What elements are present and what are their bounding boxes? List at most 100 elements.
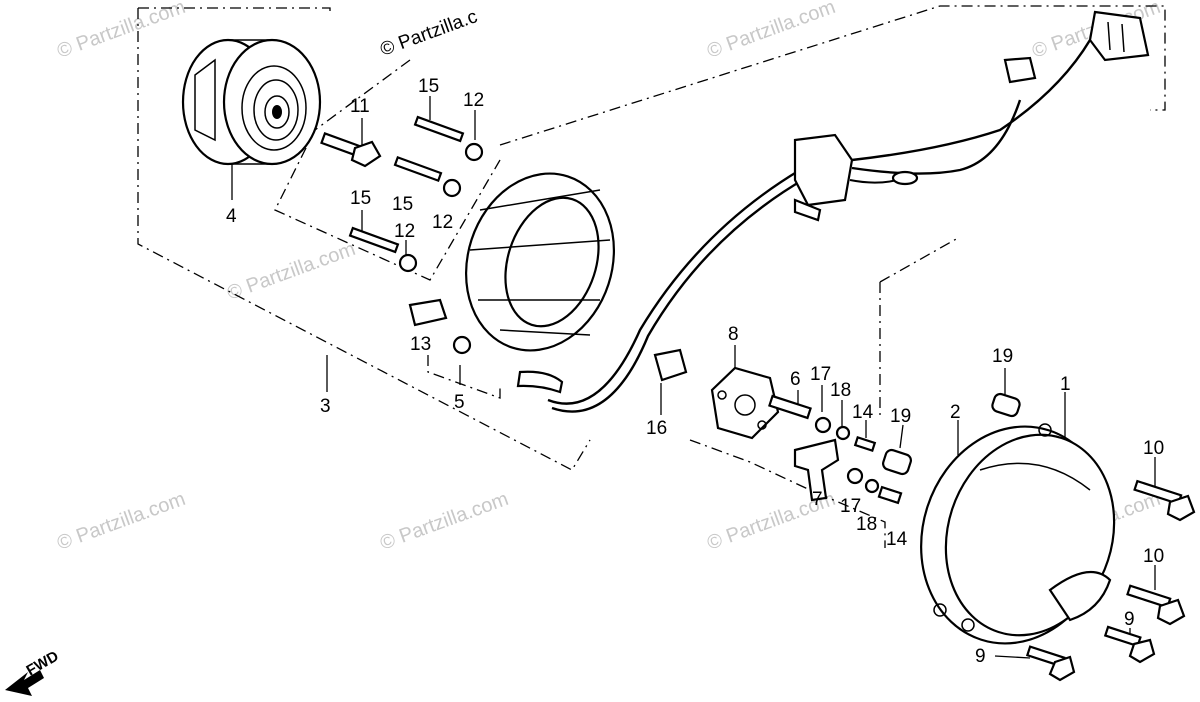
bolt-10a-head bbox=[1166, 494, 1196, 522]
callout: 18 bbox=[856, 514, 877, 535]
cover-lug bbox=[933, 603, 947, 617]
bolt-10b-head bbox=[1156, 598, 1186, 626]
harness-clip bbox=[1003, 56, 1037, 84]
callout: 5 bbox=[454, 392, 465, 413]
callout: 13 bbox=[410, 334, 431, 355]
stator-inner bbox=[504, 196, 600, 328]
callout: 6 bbox=[790, 369, 801, 390]
callout: 9 bbox=[1124, 609, 1135, 630]
bolt-15a bbox=[413, 115, 465, 143]
harness-wire-b bbox=[551, 176, 807, 413]
clamp-group-outline bbox=[427, 355, 501, 399]
harness-wire-d bbox=[851, 99, 1022, 175]
nut-14b bbox=[877, 485, 903, 505]
callout: 2 bbox=[950, 402, 961, 423]
stator bbox=[464, 172, 616, 394]
clamp bbox=[408, 298, 472, 355]
callout: 4 bbox=[226, 206, 237, 227]
callout: 19 bbox=[992, 346, 1013, 367]
fwd-label: FWD bbox=[24, 648, 62, 680]
harness-lug bbox=[793, 198, 822, 222]
rotor-hub bbox=[272, 105, 282, 119]
regulator-body bbox=[710, 366, 780, 440]
collar-19b bbox=[882, 448, 912, 476]
washer-12c bbox=[398, 253, 418, 273]
callout: 12 bbox=[394, 221, 415, 242]
leader-lines bbox=[231, 96, 1156, 659]
regulator-boss bbox=[734, 394, 756, 416]
nut-14a bbox=[853, 436, 877, 452]
callout: 11 bbox=[350, 96, 370, 117]
screw-6 bbox=[768, 394, 812, 420]
stator-connector bbox=[516, 370, 564, 394]
cover-boss bbox=[1048, 570, 1112, 622]
small-hardware bbox=[768, 392, 1021, 505]
callout: 10 bbox=[1143, 546, 1164, 567]
washer-18a bbox=[835, 425, 851, 441]
callout: 8 bbox=[728, 324, 739, 345]
regulator bbox=[710, 366, 780, 440]
callout: 9 bbox=[975, 646, 986, 667]
regulator-hole bbox=[757, 420, 767, 430]
rotor-ring bbox=[264, 95, 290, 129]
watermark: © Partzilla.com bbox=[54, 488, 188, 555]
callout: 15 bbox=[392, 194, 413, 215]
bolt-11-head bbox=[350, 140, 382, 168]
rotor-ring bbox=[241, 65, 307, 151]
rotor-group-outline bbox=[137, 7, 591, 471]
bolt-15b bbox=[393, 155, 443, 183]
harness-coupler bbox=[1088, 10, 1150, 62]
harness-grommet bbox=[793, 133, 854, 207]
part-16 bbox=[653, 348, 688, 382]
bolt-set bbox=[320, 115, 484, 273]
washer-18b bbox=[864, 478, 880, 494]
callout: 14 bbox=[852, 402, 874, 423]
callout: 15 bbox=[418, 76, 439, 97]
rotor-ring bbox=[253, 79, 299, 141]
callout-labels: 1 2 3 4 5 6 7 8 9 9 10 10 11 12 12 12 13… bbox=[226, 76, 1164, 667]
bolt-group-outline bbox=[274, 59, 501, 281]
washer-12a bbox=[464, 142, 484, 162]
bolt-9b-head bbox=[1128, 638, 1156, 664]
callout: 17 bbox=[840, 496, 861, 517]
harness-terminal bbox=[891, 170, 919, 186]
regulator-hole bbox=[717, 390, 727, 400]
rotor-magnet bbox=[194, 58, 216, 142]
stator-windings bbox=[469, 189, 611, 336]
rotor bbox=[181, 38, 322, 166]
watermark: © Partzilla.com bbox=[54, 0, 188, 63]
cover-lug bbox=[961, 618, 975, 632]
watermark: © Partzilla.com bbox=[377, 488, 511, 555]
clamp-screw bbox=[452, 335, 472, 355]
callout: 17 bbox=[810, 364, 831, 385]
callout: 12 bbox=[432, 212, 453, 233]
clamp-13 bbox=[408, 298, 448, 327]
callout: 10 bbox=[1143, 438, 1164, 459]
watermark-top: © Partzilla.c bbox=[378, 6, 481, 60]
fwd-indicator: FWD bbox=[5, 648, 62, 696]
leader-9a bbox=[994, 655, 1031, 659]
watermark: © Partzilla.com bbox=[704, 0, 838, 63]
washer-17b bbox=[846, 467, 864, 485]
fwd-arrow-icon bbox=[5, 670, 44, 696]
stator-group-outline bbox=[499, 5, 1166, 146]
assembly-outlines bbox=[137, 5, 1166, 548]
cover-lug bbox=[1038, 423, 1052, 437]
generator-cover bbox=[920, 423, 1116, 645]
grommet-16 bbox=[653, 348, 688, 382]
harness-wire-c bbox=[851, 39, 1092, 162]
bracket-7 bbox=[793, 438, 840, 502]
collar-19a bbox=[991, 392, 1021, 418]
callout: 7 bbox=[812, 489, 823, 510]
callout: 19 bbox=[890, 406, 911, 427]
watermark: © Partzilla.com bbox=[224, 238, 358, 305]
bolt-15c bbox=[348, 226, 400, 254]
callout: 1 bbox=[1060, 374, 1071, 395]
callout: 15 bbox=[350, 188, 371, 209]
washer-17a bbox=[814, 416, 832, 434]
callout: 16 bbox=[646, 418, 667, 439]
rotor-edge bbox=[228, 39, 272, 165]
leader-19b bbox=[899, 424, 904, 449]
